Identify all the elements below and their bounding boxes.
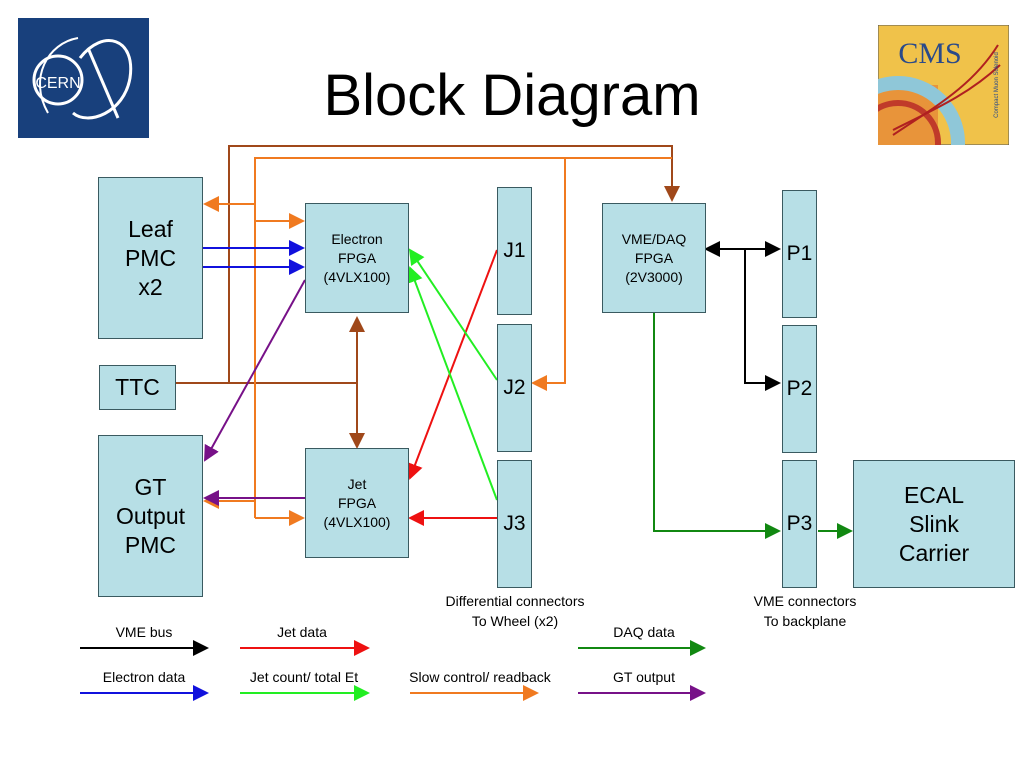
electron-fpga-block: Electron FPGA (4VLX100) — [305, 203, 409, 313]
page-title: Block Diagram — [323, 63, 701, 128]
legend-electron-data: Electron data — [102, 669, 186, 685]
leaf-pmc-block: Leaf PMC x2 — [98, 177, 203, 339]
electron-data-lines — [203, 240, 305, 275]
cern-logo-graphic: CERN — [18, 18, 149, 138]
cms-logo: CMS Compact Muon Solenoid — [831, 24, 1010, 210]
differential-connectors-note: Differential connectors To Wheel (x2) — [445, 593, 585, 629]
slow-control-lines — [203, 157, 672, 526]
legend-arrows — [80, 640, 706, 701]
legend-slow-control: Slow control/ readback — [409, 669, 551, 685]
legend-jet-data: Jet data — [277, 624, 327, 640]
connector-p2: P2 — [782, 325, 817, 453]
connector-j1: J1 — [497, 187, 532, 315]
gt-output-pmc-block: GT Output PMC — [98, 435, 203, 597]
legend-jet-count: Jet count/ total Et — [249, 669, 359, 685]
jet-fpga-block: Jet FPGA (4VLX100) — [305, 448, 409, 558]
vme-connectors-note: VME connectors To backplane — [753, 593, 857, 629]
daq-data-lines — [653, 313, 853, 539]
vme-daq-fpga-block: VME/DAQ FPGA (2V3000) — [602, 203, 706, 313]
vme-bus-lines — [704, 241, 781, 391]
legend-gt-output: GT output — [612, 669, 675, 685]
cms-logo-graphic: CMS Compact Muon Solenoid — [831, 24, 1010, 210]
cms-logo-subtext: Compact Muon Solenoid — [994, 52, 1000, 118]
connector-p3: P3 — [782, 460, 817, 588]
connector-p1: P1 — [782, 190, 817, 318]
connector-j3: J3 — [497, 460, 532, 588]
jet-count-lines — [407, 248, 498, 501]
cms-logo-text: CMS — [898, 37, 961, 70]
jet-data-lines — [407, 249, 498, 526]
ttc-block: TTC — [99, 365, 176, 410]
cern-logo-text: CERN — [35, 75, 80, 92]
legend-vme-bus: VME bus — [115, 624, 173, 640]
ecal-slink-carrier-block: ECAL Slink Carrier — [853, 460, 1015, 588]
ttc-lines — [176, 145, 680, 449]
connector-j2: J2 — [497, 324, 532, 452]
cern-logo: CERN — [18, 18, 149, 138]
legend-daq-data: DAQ data — [613, 624, 675, 640]
gt-output-lines — [203, 279, 306, 506]
